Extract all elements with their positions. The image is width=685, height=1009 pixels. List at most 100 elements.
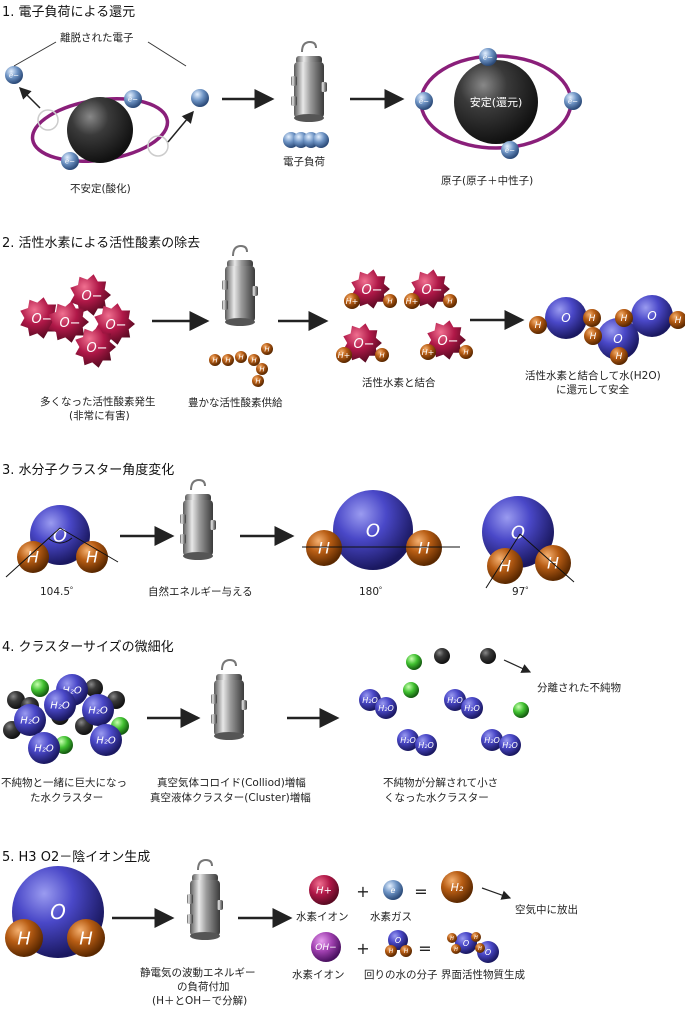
electron-2-text: e− [65,157,75,165]
detached-electron-label: 離脱された電子 [60,32,134,44]
h2-gas-ball-text: H₂ [451,881,464,894]
impurity-3 [85,679,103,697]
surf-h-3-text: H [474,935,478,941]
small-cluster-4-1-text: H₂O [484,736,500,745]
electron-5-text: e− [568,97,578,105]
small-cluster-3-1: H₂O [397,729,419,751]
water-h-2-text: H [590,332,597,342]
equals-1: = [414,882,427,901]
supply-h-4: H [248,354,260,366]
big-cluster-6-text: H₂O [50,701,70,712]
supply-h-1-text: H [212,356,218,364]
surfactant-label: 界面活性物質生成 [441,969,525,981]
surf-h-4-text: H [478,946,482,952]
bound-h-a-4: H+ [420,344,436,360]
active-oxygen-1: O− [70,274,111,316]
mol-180-h2: H [406,530,442,566]
water-h-4: H [615,309,633,327]
electron-4-text: e− [419,97,429,105]
electron-load-label: 電子負荷 [283,156,325,168]
bound-oxygen-1-text: O− [361,283,382,298]
nucleus-stable: 安定(還元) [454,60,538,144]
h2o-large-h2: H [67,919,105,957]
section1-heading: 1. 電子負荷による還元 [2,5,136,20]
surf-h-2-text: H [454,947,458,953]
supply-h-7-text: H [255,377,261,385]
h2o-large-h2-text: H [79,928,93,949]
supply-h-6-text: H [259,365,265,373]
small-cluster-2-2: H₂O [461,697,483,719]
supply-h-2-text: H [225,356,231,364]
surf-o2-text: O [485,948,491,957]
active-oxygen-5-text: O− [86,341,107,356]
section4-heading: 4. クラスターサイズの微細化 [2,640,174,655]
electron-3-text: e− [483,53,493,61]
result-label-2: に還元して安全 [556,384,630,396]
surf-h-4: H [475,943,485,953]
release-label: 空気中に放出 [515,904,578,916]
impurity-1 [7,691,25,709]
surf-o1-text: O [463,939,469,948]
h2o-large-h1-text: H [17,928,31,949]
generator-2 [221,245,259,327]
water-small-o-text: O [395,936,401,945]
supply-h-5: H [261,343,273,355]
static-energy-label-3: (H＋とOH－で分解) [152,995,248,1007]
separated-impurity-2 [434,648,450,664]
bound-h-a-3-text: H+ [338,351,351,360]
active-oxygen-5: O− [75,326,116,368]
water-h-5: H [669,311,685,329]
big-cluster-3-text: H₂O [20,716,40,727]
cluster-amp-label: 真空液体クラスター(Cluster)増幅 [150,792,311,804]
water-o-1-text: O [561,311,570,325]
nucleus-unstable [67,97,133,163]
mol-180-o: O [333,490,413,570]
bound-oxygen-4-text: O− [437,334,458,349]
separated-impurity-4 [403,682,419,698]
water-o-3-text: O [647,309,656,323]
equals-2: = [418,939,431,958]
surf-h-1-text: H [450,936,454,942]
bond-label: 活性水素と結合 [362,377,436,389]
mol-180-h2-text: H [418,539,430,558]
bound-h-b-3-text: H [379,351,385,359]
water-h-4-text: H [621,314,628,324]
water-o-1: O [545,297,587,339]
active-oxygen-3-text: O− [59,316,80,331]
angle-line-2 [59,527,119,563]
section5-heading: 5. H3 O2－陰イオン生成 [2,850,151,865]
electron-3: e− [479,48,497,66]
surf-h-3: H [471,932,481,942]
harmful-label: (非常に有害) [69,410,130,422]
h2o-large-h1: H [5,919,43,957]
big-cluster-5-text: H₂O [96,736,116,747]
small-cluster-3-1-text: H₂O [400,736,416,745]
angle-97-label: 97゜ [512,586,536,598]
h2o-large-o-text: O [50,900,66,924]
supply-h-1: H [209,354,221,366]
arrow-escape-1 [18,86,41,109]
energy-label: 自然エネルギー与える [148,586,253,598]
small-cluster-1-1-text: H₂O [362,696,378,705]
electron-1: e− [124,90,142,108]
h2-gas-ball: H₂ [441,871,473,903]
surf-h-2: H [451,944,461,954]
water-small-h1-text: H [389,948,394,955]
static-energy-label-1: 静電気の波動エネルギー [140,967,256,979]
small-cluster-3-2-text: H₂O [418,741,434,750]
electron-6-text: e− [505,146,515,154]
bound-h-a-4-text: H+ [422,348,435,357]
water-h-3-text: H [589,314,596,324]
generator-5 [186,859,224,941]
angle-line-5 [519,533,575,583]
vacancy-2 [147,135,169,157]
impurity-2 [31,679,49,697]
water-h-1: H [529,316,547,334]
electron-6: e− [501,141,519,159]
mol-1045-h1-text: H [27,548,39,567]
water-h-5-text: H [675,316,682,326]
small-cluster-2-1-text: H₂O [447,696,463,705]
mol-180-h1-text: H [318,539,330,558]
leader-left [13,41,57,67]
